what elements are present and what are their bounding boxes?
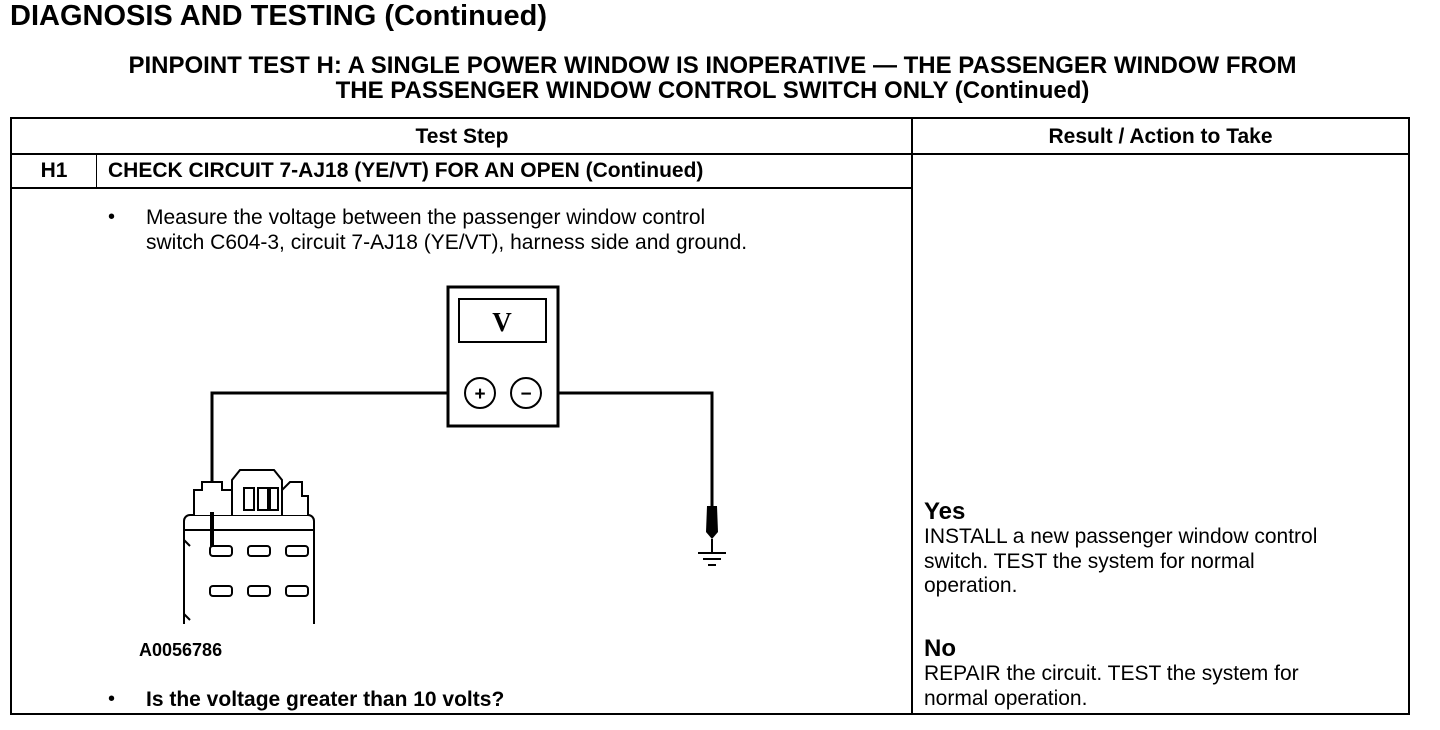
bullet-icon: • — [108, 688, 116, 710]
test-title-line-2: THE PASSENGER WINDOW CONTROL SWITCH ONLY… — [335, 77, 1090, 104]
yes-line-3: operation. — [924, 574, 1018, 597]
step-heading: CHECK CIRCUIT 7-AJ18 (YE/VT) FOR AN OPEN… — [108, 159, 704, 182]
result-no-label: No — [924, 635, 956, 662]
no-line-2: normal operation. — [924, 686, 1088, 710]
meter-display-v: V — [492, 307, 512, 337]
section-title: DIAGNOSIS AND TESTING (Continued) — [10, 0, 548, 32]
result-no-action: REPAIR the circuit. TEST the system for … — [924, 662, 1410, 711]
step-heading-divider — [12, 187, 912, 189]
connector-c604-icon — [183, 469, 315, 624]
test-question: Is the voltage greater than 10 volts? — [146, 688, 505, 711]
test-title-line-1: PINPOINT TEST H: A SINGLE POWER WINDOW I… — [128, 52, 1297, 79]
result-yes-action: INSTALL a new passenger window control s… — [924, 525, 1410, 599]
measure-instruction: Measure the voltage between the passenge… — [146, 205, 906, 255]
voltmeter-icon: V + − — [446, 285, 560, 428]
ground-probe-icon — [698, 506, 726, 566]
figure-id: A0056786 — [139, 640, 223, 660]
header-result-action: Result / Action to Take — [1048, 124, 1273, 148]
bullet-icon: • — [108, 206, 116, 228]
meter-minus-terminal: − — [520, 384, 531, 405]
header-divider — [12, 153, 1408, 155]
result-no: No REPAIR the circuit. TEST the system f… — [924, 636, 1410, 711]
yes-line-1: INSTALL a new passenger window control — [924, 525, 1318, 548]
voltmeter-connection-diagram: V + − — [183, 285, 726, 624]
step-id-divider — [96, 154, 97, 188]
pinpoint-test-title: PINPOINT TEST H: A SINGLE POWER WINDOW I… — [10, 53, 1415, 103]
instruction-line-1: Measure the voltage between the passenge… — [146, 206, 706, 229]
pinpoint-test-table: Test Step Result / Action to Take H1 CHE… — [10, 117, 1410, 715]
result-yes-label: Yes — [924, 498, 966, 525]
yes-line-2: switch. TEST the system for normal — [924, 549, 1255, 573]
column-divider — [911, 119, 913, 713]
negative-lead-wire — [558, 391, 714, 509]
result-yes: Yes INSTALL a new passenger window contr… — [924, 499, 1410, 599]
step-id: H1 — [40, 159, 68, 182]
no-line-1: REPAIR the circuit. TEST the system for — [924, 662, 1299, 685]
header-test-step: Test Step — [415, 124, 509, 148]
positive-lead-wire — [210, 391, 448, 514]
meter-plus-terminal: + — [474, 384, 485, 405]
instruction-line-2: switch C604-3, circuit 7-AJ18 (YE/VT), h… — [146, 231, 748, 254]
